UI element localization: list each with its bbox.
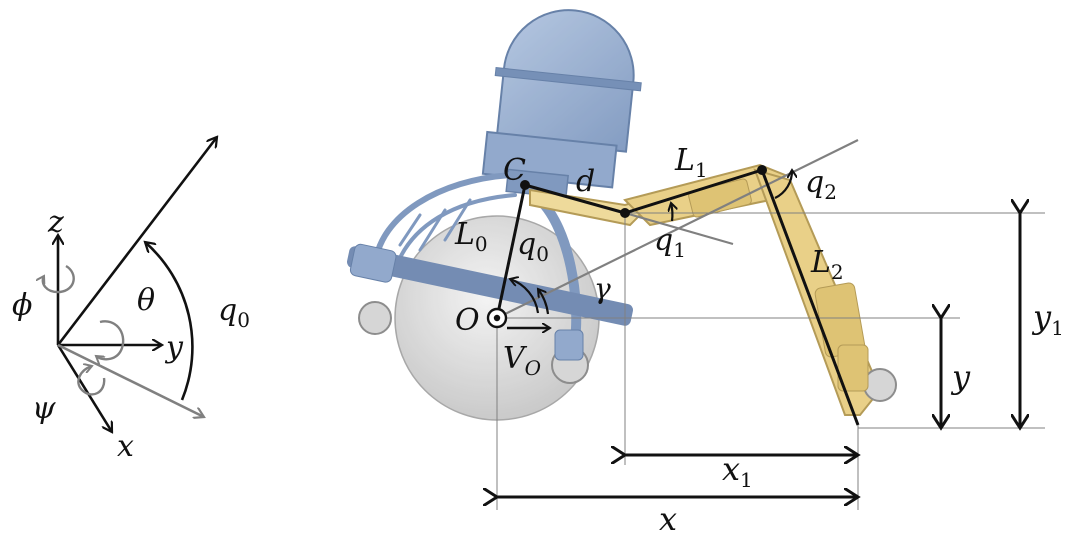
psi-label: ψ — [32, 391, 56, 426]
axis-z-label: z — [47, 205, 64, 240]
axis-y-label: y — [164, 330, 184, 365]
reference-frame: z y x ϕ ψ θ q0 — [12, 137, 250, 464]
theta-label: θ — [137, 283, 155, 318]
point-C — [520, 180, 530, 190]
q0-label-left: q0 — [218, 293, 250, 332]
x-axis-arrow — [56, 344, 112, 432]
robot-head — [481, 9, 642, 199]
kinematic-overlay: C d O γ VO L0 q0 L1 q1 q2 L2 x x1 y y1 — [454, 139, 1064, 538]
q0-arc — [510, 279, 540, 314]
label-L0: L0 — [454, 217, 488, 256]
heading-arrow — [56, 137, 217, 346]
label-gamma: γ — [594, 272, 611, 305]
label-q2: q2 — [805, 165, 837, 204]
origin-O-dot — [493, 314, 501, 322]
label-C: C — [503, 153, 526, 188]
label-x: x — [659, 500, 677, 538]
q2-arc — [774, 170, 792, 199]
q1-arc — [671, 203, 672, 222]
phi-rotation-icon — [43, 264, 75, 294]
gamma-arc — [538, 289, 550, 315]
theta-arc — [145, 242, 194, 401]
label-q0: q0 — [517, 227, 549, 266]
link1-extension-line — [624, 211, 734, 246]
label-L1: L1 — [674, 143, 708, 182]
phi-label: ϕ — [12, 288, 32, 323]
label-y: y — [950, 358, 971, 396]
label-d: d — [576, 164, 595, 199]
axis-x-label: x — [117, 429, 134, 464]
label-q1: q1 — [654, 223, 686, 262]
label-O: O — [455, 303, 480, 338]
label-x1: x1 — [722, 450, 753, 492]
axle-bar — [346, 243, 634, 384]
label-VO: VO — [503, 341, 541, 380]
projection-arrow — [57, 343, 204, 417]
joint-q1 — [620, 208, 630, 218]
joint-q2 — [757, 165, 767, 175]
label-L2: L2 — [810, 245, 844, 284]
label-y1: y1 — [1031, 298, 1064, 340]
psi-rotation-icon — [77, 366, 106, 396]
y-rotation-icon — [96, 320, 125, 359]
